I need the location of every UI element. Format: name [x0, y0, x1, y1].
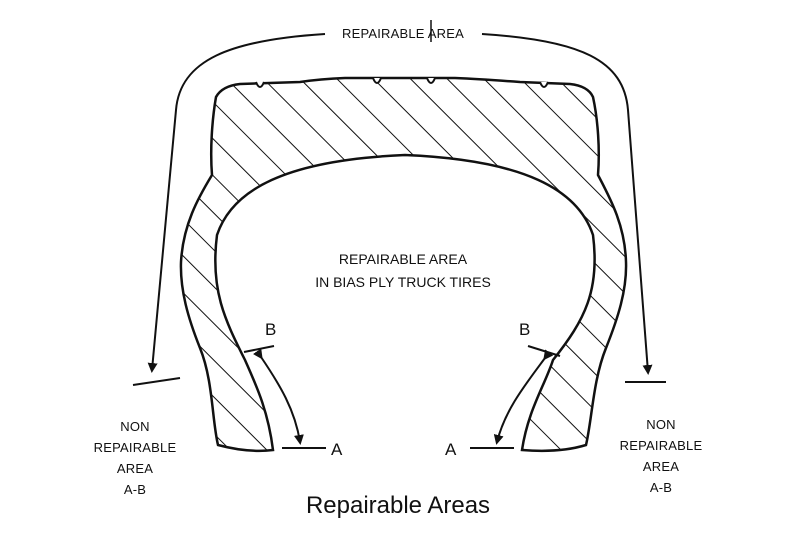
right-a-label: A	[445, 440, 457, 459]
right-nonrepairable-label: NON REPAIRABLE AREA A-B	[620, 417, 703, 495]
top-label: REPAIRABLE AREA	[342, 26, 464, 41]
left-label-line-1: NON	[120, 419, 150, 434]
left-label-line-4: A-B	[124, 482, 146, 497]
left-label-line-3: AREA	[117, 461, 153, 476]
right-label-line-4: A-B	[650, 480, 672, 495]
right-b-tick	[527, 345, 561, 357]
tread-grooves	[255, 77, 549, 88]
left-b-tick	[243, 345, 275, 353]
diagram-caption: Repairable Areas	[306, 492, 490, 519]
left-label-line-2: REPAIRABLE	[94, 440, 177, 455]
left-boundary-tick	[132, 377, 181, 386]
top-bracket-left	[147, 33, 326, 373]
top-bracket-right	[481, 33, 653, 375]
right-label-line-2: REPAIRABLE	[620, 438, 703, 453]
center-label-line2: IN BIAS PLY TRUCK TIRES	[315, 274, 491, 290]
right-label-line-1: NON	[646, 417, 676, 432]
center-label-line1: REPAIRABLE AREA	[339, 251, 468, 267]
left-b-label: B	[265, 320, 276, 339]
left-ab-arrow	[252, 348, 304, 445]
tire-body	[179, 76, 628, 453]
left-nonrepairable-label: NON REPAIRABLE AREA A-B	[94, 419, 177, 497]
right-ab-arrow	[493, 349, 554, 445]
left-a-label: A	[331, 440, 343, 459]
right-b-label: B	[519, 320, 530, 339]
right-label-line-3: AREA	[643, 459, 679, 474]
